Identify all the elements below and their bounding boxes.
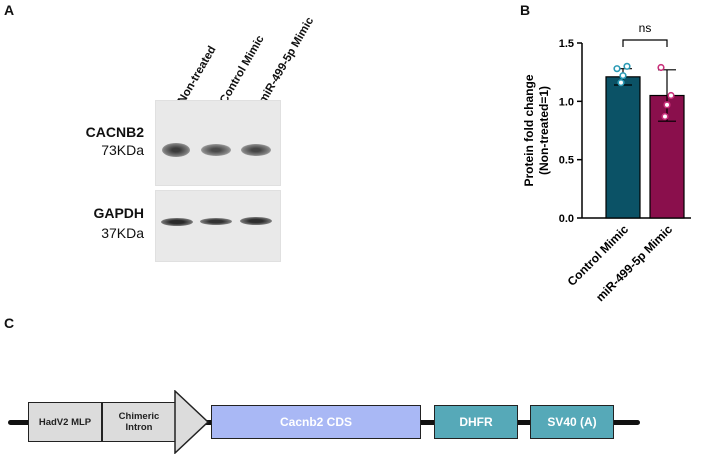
blot-row-1-size: 73KDa (101, 142, 144, 158)
significance-bracket (622, 39, 668, 47)
data-point (663, 101, 671, 109)
blot-band (201, 144, 231, 156)
plasmid-construct: HadV2 MLP Chimeric Intron Cacnb2 CDS DHF… (0, 380, 709, 454)
data-point (657, 63, 665, 72)
x-tick-label: miR-499-5p Mimic (593, 222, 675, 304)
bar-mir-499-5p-mimic (649, 94, 685, 219)
panel-c-label: C (4, 315, 15, 331)
blot-band (161, 218, 193, 226)
data-point (619, 72, 627, 80)
data-point (667, 91, 675, 100)
y-tick-label: 0.0 (559, 213, 574, 225)
blot-band (162, 143, 190, 157)
data-point (661, 112, 669, 121)
data-point (617, 79, 625, 87)
blot-band (240, 217, 272, 225)
panel-b-label: B (520, 2, 531, 18)
construct-element-chimeric-intron: Chimeric Intron (102, 402, 176, 442)
construct-element-dhfr: DHFR (434, 405, 518, 439)
construct-element-cacnb2-cds: Cacnb2 CDS (211, 405, 421, 439)
significance-label: ns (639, 21, 652, 35)
data-point (613, 65, 621, 73)
construct-element-sv40: SV40 (A) (530, 405, 614, 439)
lane-label-mir-mimic: miR-499-5p Mimic (257, 15, 317, 106)
blot-image-cacnb2 (155, 100, 281, 186)
blot-row-2-protein: GAPDH (93, 205, 144, 221)
promoter-arrow (174, 390, 210, 454)
panel-a-label: A (4, 2, 15, 18)
y-axis-label: Protein fold change (522, 74, 536, 186)
y-tick-label: 0.5 (559, 155, 574, 167)
blot-row-1-protein: CACNB2 (85, 124, 144, 140)
blot-band (200, 218, 232, 225)
bar-control-mimic (605, 76, 641, 219)
data-point (623, 62, 631, 70)
y-tick-label: 1.0 (559, 96, 574, 108)
blot-band (241, 144, 271, 156)
blot-row-2-size: 37KDa (101, 225, 144, 241)
y-tick-label: 1.5 (559, 38, 574, 50)
construct-element-hadv2-mlp: HadV2 MLP (28, 402, 102, 442)
lane-label-non-treated: Non-treated (176, 44, 219, 106)
y-axis-label: (Non-treated=1) (537, 86, 551, 175)
blot-image-gapdh (155, 190, 281, 262)
